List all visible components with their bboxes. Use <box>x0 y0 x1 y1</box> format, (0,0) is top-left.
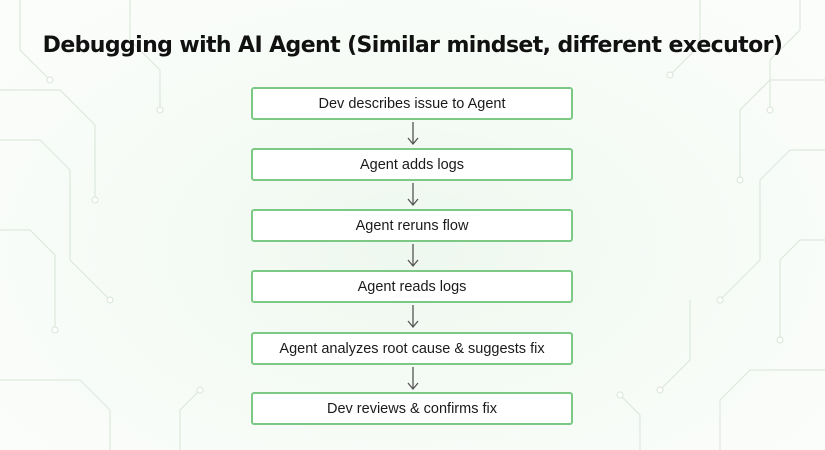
arrow-down-icon <box>407 122 419 146</box>
step-agent-reruns-flow: Agent reruns flow <box>251 209 573 242</box>
arrow-down-icon <box>407 305 419 329</box>
step-agent-analyzes-root-cause: Agent analyzes root cause & suggests fix <box>251 332 573 365</box>
page-title: Debugging with AI Agent (Similar mindset… <box>42 33 783 58</box>
arrow-down-icon <box>407 244 419 268</box>
arrow-down-icon <box>407 367 419 391</box>
step-dev-describes-issue: Dev describes issue to Agent <box>251 87 573 120</box>
step-agent-adds-logs: Agent adds logs <box>251 148 573 181</box>
arrow-down-icon <box>407 183 419 207</box>
step-agent-reads-logs: Agent reads logs <box>251 270 573 303</box>
step-dev-reviews-confirms: Dev reviews & confirms fix <box>251 392 573 425</box>
